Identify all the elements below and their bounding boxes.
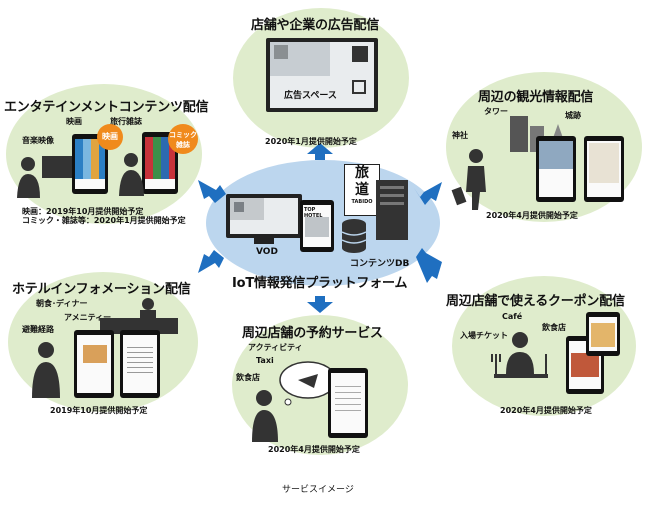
sightseeing-phone-1 <box>536 136 576 202</box>
badge-comic-line-1: コミック <box>169 131 197 139</box>
sightseeing-title: 周辺の観光情報配信 <box>478 90 594 105</box>
server-icon <box>376 180 408 240</box>
label-amenity: アメニティー <box>64 313 112 322</box>
label-taxi: Taxi <box>256 356 274 365</box>
arrow-right-up-icon <box>414 182 442 205</box>
sightseeing-phone-2 <box>584 136 624 202</box>
logo-bottom: TABIDO <box>351 199 373 205</box>
label-activity: アクティビティ <box>248 343 303 352</box>
arrow-right-down-icon <box>416 248 442 283</box>
thought-bubble-icon <box>279 361 337 406</box>
logo-top: 旅 <box>355 165 369 181</box>
entertainment-title: エンタテインメントコンテンツ配信 <box>4 100 209 115</box>
coupon-phone-2 <box>586 312 620 356</box>
guest-icon <box>32 342 60 398</box>
label-evacuation: 避難経路 <box>22 325 54 334</box>
hotel-info-phone-2 <box>120 330 160 398</box>
label-travel-magazine: 旅行雑誌 <box>110 117 142 126</box>
label-movie: 映画 <box>66 117 82 126</box>
arrow-left-up-icon <box>198 180 226 203</box>
hotel-phone: TOP HOTEL <box>300 200 334 252</box>
entertainment-date-1: 映画：2019年10月提供開始予定 <box>22 207 144 216</box>
figure-caption: サービスイメージ <box>282 485 354 495</box>
reservation-title: 周辺店舗の予約サービス <box>242 326 383 341</box>
db-label: コンテンツDB <box>350 259 410 269</box>
ads-date: 2020年1月提供開始予定 <box>265 137 357 146</box>
vod-tv-stand <box>254 238 274 244</box>
entertainment-date-2: コミック・雑誌等：2020年1月提供開始予定 <box>22 216 186 225</box>
hotel-info-phone-1 <box>74 330 114 398</box>
badge-comic-magazine: コミック 雑誌 <box>168 124 198 154</box>
label-cafe: Café <box>502 312 523 321</box>
label-tower: タワー <box>484 107 508 116</box>
coupon-title: 周辺店舗で使えるクーポン配信 <box>446 294 625 309</box>
label-breakfast: 朝食･ディナー <box>36 299 88 308</box>
traveler-icon <box>451 149 486 210</box>
logo-mid: 道 <box>355 182 369 198</box>
person-reading-icon <box>119 153 144 196</box>
label-ticket: 入場チケット <box>460 331 508 340</box>
ads-title: 店舗や企業の広告配信 <box>251 18 380 33</box>
label-music-video: 音楽映像 <box>22 136 54 145</box>
reservation-date: 2020年4月提供開始予定 <box>268 445 360 454</box>
reservation-phone <box>328 368 368 438</box>
arrow-up-icon <box>307 143 333 160</box>
label-restaurant: 飲食店 <box>236 373 260 382</box>
tabido-logo: 旅 道 TABIDO <box>344 164 380 216</box>
hotel-label: TOP HOTEL <box>304 207 323 219</box>
hotel-info-date: 2019年10月提供開始予定 <box>50 406 148 415</box>
badge-comic-line-2: 雑誌 <box>176 141 190 149</box>
diner-icon <box>491 332 548 378</box>
thinking-person-icon <box>252 390 278 442</box>
badge-movie: 映画 <box>97 124 123 150</box>
ad-photo-2 <box>274 45 288 59</box>
ad-space-label: 広告スペース <box>284 91 337 101</box>
ad-tv: 広告スペース <box>266 38 378 112</box>
arrow-left-down-icon <box>198 250 224 273</box>
ad-qr-icon <box>352 46 368 62</box>
arrow-down-icon <box>307 296 333 313</box>
coupon-date: 2020年4月提供開始予定 <box>500 406 592 415</box>
platform-title: IoT情報発信プラットフォーム <box>232 276 408 291</box>
hotel-info-title: ホテルインフォメーション配信 <box>12 282 191 297</box>
label-castle: 城跡 <box>565 111 581 120</box>
sightseeing-date: 2020年4月提供開始予定 <box>486 211 578 220</box>
label-shrine: 神社 <box>452 131 468 140</box>
database-icon <box>341 219 367 253</box>
person-watching-icon <box>17 156 72 198</box>
vod-label: VOD <box>256 247 278 257</box>
vod-tv <box>226 194 302 238</box>
ad-qr-icon-2 <box>352 80 366 94</box>
label-coupon-restaurant: 飲食店 <box>542 323 566 332</box>
